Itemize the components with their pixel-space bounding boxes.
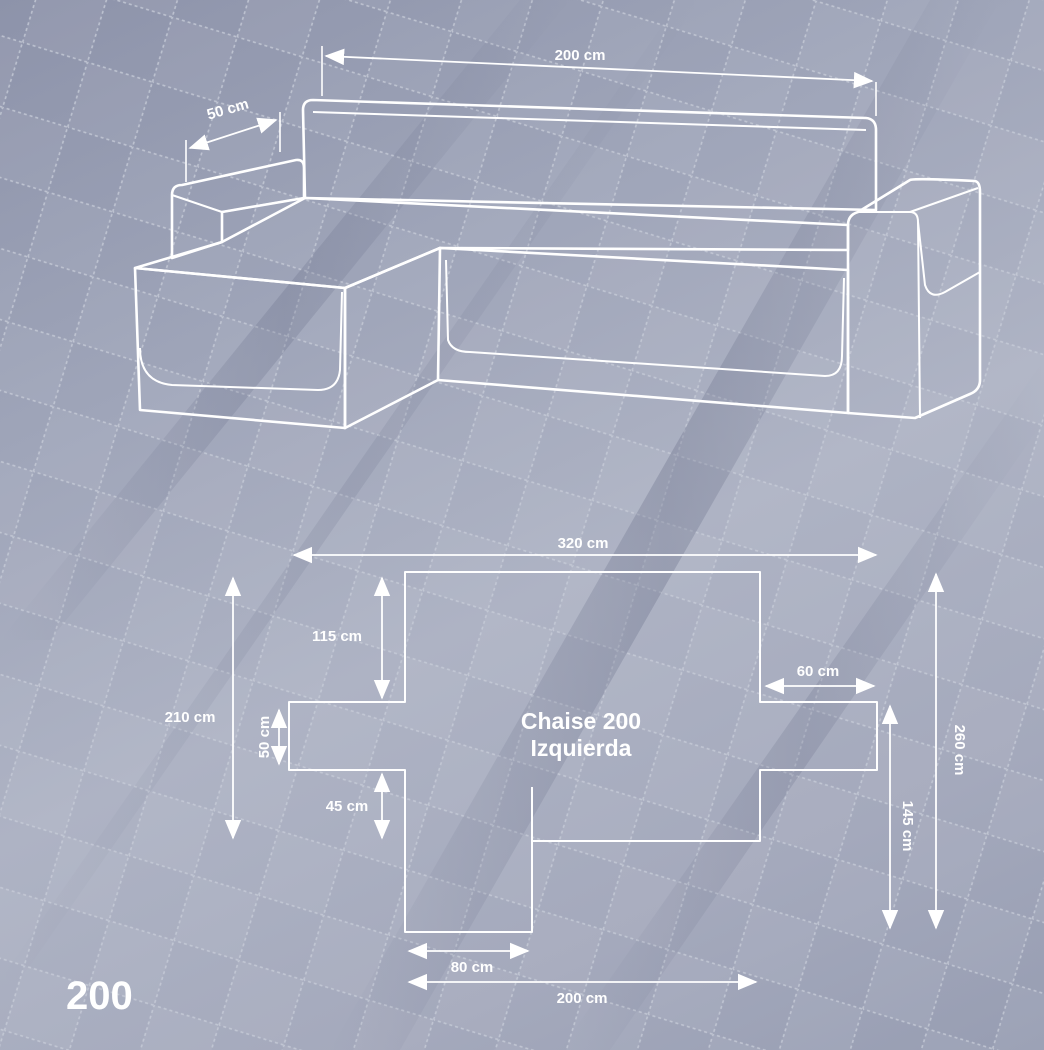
right-flap-width-label: 60 cm [797,663,840,680]
left-top-segment-label: 115 cm [312,628,362,645]
model-size-label: 200 [66,974,133,1018]
chaise-width-dimension: 80 cm [407,942,530,976]
right-flap-width-dimension: 60 cm [764,663,876,695]
right-height-label: 145 cm [899,801,916,852]
layout-name-line2: Izquierda [531,735,632,761]
backrest-length-dimension: 200 cm [321,46,877,116]
left-height-label: 210 cm [165,709,216,726]
left-flap-label: 50 cm [256,716,273,759]
armrest-width-dimension: 50 cm [185,95,281,182]
cover-layout-outline [288,571,878,933]
left-bottom-segment-label: 45 cm [326,798,369,815]
backrest-length-label: 200 cm [555,47,606,64]
left-height-dimension: 210 cm [165,576,242,840]
left-top-segment-dimension: 115 cm [312,576,391,700]
total-width-dimension: 320 cm [292,535,878,564]
sofa-illustration [133,98,982,430]
bottom-width-label: 200 cm [557,990,608,1007]
left-flap-dimension: 50 cm [256,708,288,766]
bottom-width-dimension: 200 cm [407,973,758,1007]
layout-name-line1: Chaise 200 [521,708,641,734]
chaise-width-label: 80 cm [451,959,494,976]
total-height-label: 260 cm [951,725,968,776]
right-height-dimension: 145 cm [881,704,916,930]
armrest-width-label: 50 cm [205,95,251,123]
total-width-label: 320 cm [558,535,609,552]
left-bottom-segment-dimension: 45 cm [326,772,391,840]
total-height-dimension: 260 cm [927,572,968,930]
